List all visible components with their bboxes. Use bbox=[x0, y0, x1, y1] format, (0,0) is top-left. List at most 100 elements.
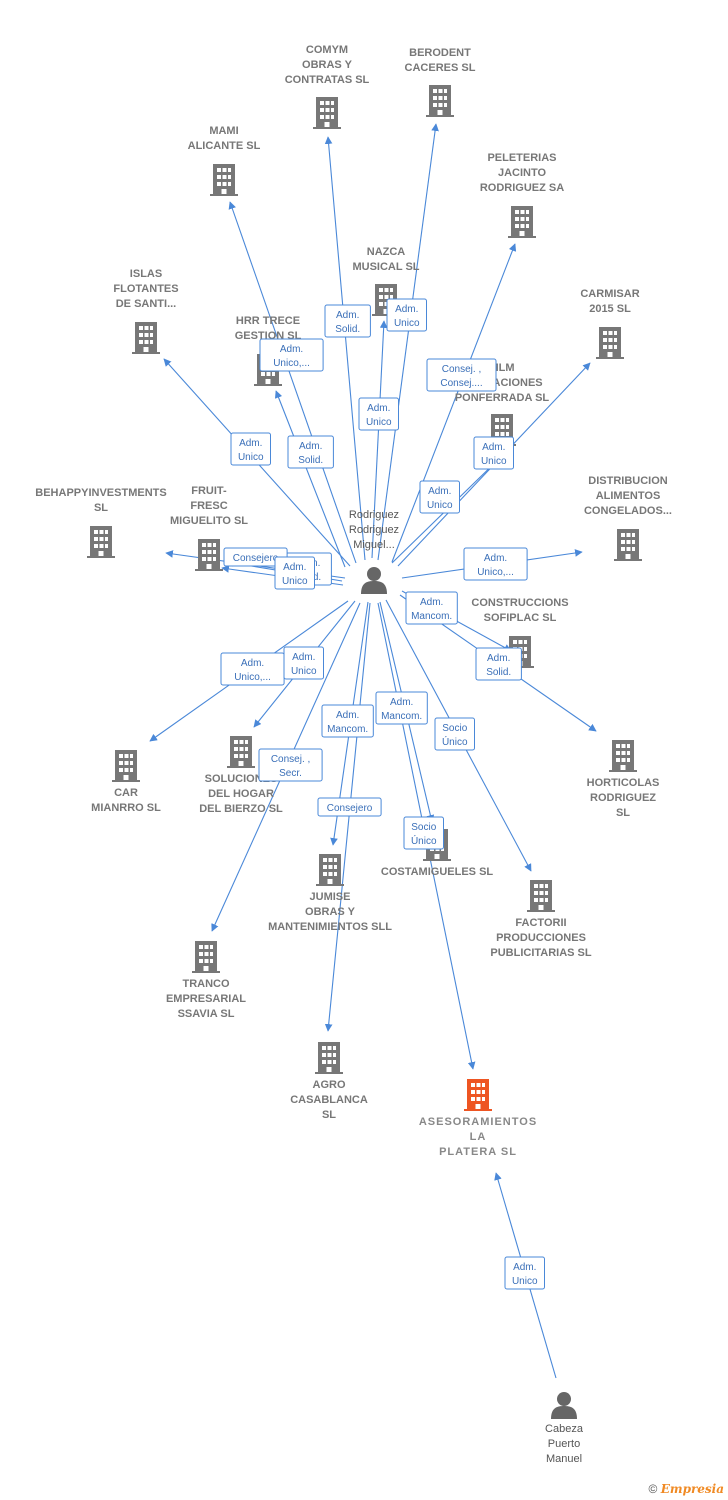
person-node-p1[interactable]: RodriguezRodriguezMiguel... bbox=[349, 509, 399, 594]
edge-label-e11[interactable]: Consejero bbox=[223, 547, 288, 567]
edge-label-e6[interactable]: Adm.Unico bbox=[230, 432, 271, 466]
edge-label-box bbox=[230, 432, 271, 466]
edge-label-text: Socio bbox=[411, 822, 436, 833]
company-label: FLOTANTES bbox=[113, 283, 178, 295]
edge-label-e2[interactable]: Adm.Unico bbox=[386, 298, 427, 332]
company-node-costamigueles[interactable]: COSTAMIGUELES SL bbox=[381, 829, 494, 878]
company-label: ASESORAMIENTOS bbox=[419, 1116, 537, 1128]
edge-label-box bbox=[358, 397, 399, 431]
copyright-symbol: © bbox=[648, 1482, 658, 1496]
edge-label-box bbox=[403, 816, 444, 850]
edge-label-e1[interactable]: Adm.Solid. bbox=[324, 304, 371, 338]
edge-label-text: Consej. , bbox=[271, 754, 310, 765]
company-node-carmisar[interactable]: CARMISAR 2015 SL bbox=[580, 288, 640, 359]
edge-label-box bbox=[386, 298, 427, 332]
company-label: PUBLICITARIAS SL bbox=[490, 947, 592, 959]
company-label: ALIMENTOS bbox=[596, 490, 661, 502]
company-label: SSAVIA SL bbox=[178, 1008, 235, 1020]
edge-label-box bbox=[463, 547, 528, 581]
edge-label-text: Unico bbox=[481, 456, 507, 467]
company-label: JACINTO bbox=[498, 167, 547, 179]
edge-labels-layer: Adm.Solid.Adm.UnicoAdm.Unico,...Consej. … bbox=[220, 298, 545, 1290]
edge-label-text: Unico bbox=[282, 576, 308, 587]
edge-label-box bbox=[259, 338, 324, 372]
edge-label-e4[interactable]: Consej. ,Consej.... bbox=[426, 358, 497, 392]
company-label: COSTAMIGUELES SL bbox=[381, 866, 494, 878]
edge-label-box bbox=[258, 748, 323, 782]
person-icon bbox=[361, 567, 387, 594]
edge-label-e5[interactable]: Adm.Unico bbox=[358, 397, 399, 431]
company-label: CACERES SL bbox=[405, 62, 476, 74]
edge-label-box bbox=[324, 304, 371, 338]
edge-label-e15[interactable]: Adm.Solid. bbox=[475, 647, 522, 681]
company-label: TRANCO bbox=[182, 978, 229, 990]
edge-label-e3[interactable]: Adm.Unico,... bbox=[259, 338, 324, 372]
edge-label-e21[interactable]: Consej. , Secr. bbox=[258, 748, 323, 782]
edge-label-text: Unico,... bbox=[234, 672, 271, 683]
company-label: MAMI bbox=[209, 125, 238, 137]
edge-label-e18[interactable]: Adm.Mancom. bbox=[321, 704, 374, 738]
edge-label-box bbox=[426, 358, 497, 392]
edge-label-e9[interactable]: Adm.Unico bbox=[419, 480, 460, 514]
brand-logo[interactable]: Empresia bbox=[660, 1482, 724, 1496]
edge-label-e12[interactable]: Adm. Unico bbox=[274, 556, 315, 590]
company-node-distribucion[interactable]: DISTRIBUCIONALIMENTOSCONGELADOS... bbox=[584, 475, 672, 561]
edge-label-text: Adm. bbox=[336, 710, 359, 721]
company-label: CARMISAR bbox=[580, 288, 639, 300]
company-label: ISLAS bbox=[130, 268, 162, 280]
company-label: FRUIT- bbox=[191, 485, 227, 497]
edge-line-e1 bbox=[324, 136, 366, 561]
edge-label-e14[interactable]: Adm.Mancom. bbox=[405, 591, 458, 625]
edge-label-e8[interactable]: Adm.Solid. bbox=[287, 435, 334, 469]
edge-label-text: Secr. bbox=[279, 768, 302, 779]
person-label: Manuel bbox=[546, 1453, 582, 1465]
edge-label-text: Unico bbox=[394, 318, 420, 329]
company-label: PRODUCCIONES bbox=[496, 932, 586, 944]
company-label: OBRAS Y bbox=[305, 906, 356, 918]
company-label: DEL HOGAR bbox=[208, 788, 274, 800]
edge-label-e24[interactable]: Adm.Unico bbox=[504, 1256, 545, 1290]
building-icon bbox=[508, 206, 536, 238]
edge-label-box bbox=[434, 717, 475, 751]
edge-label-box bbox=[504, 1256, 545, 1290]
edge-label-e17[interactable]: Adm.Unico bbox=[283, 646, 324, 680]
edge-label-e7[interactable]: Adm.Unico bbox=[473, 436, 514, 470]
edge-label-e22[interactable]: Consejero bbox=[317, 797, 382, 817]
company-label: 2015 SL bbox=[589, 303, 631, 315]
edge-label-e19[interactable]: Adm.Mancom. bbox=[375, 691, 428, 725]
edge-line-e3 bbox=[228, 201, 357, 564]
building-icon bbox=[316, 854, 344, 886]
edge-line-e4 bbox=[391, 243, 517, 563]
edge-label-e16[interactable]: Adm.Unico,... bbox=[220, 652, 285, 686]
company-label: HRR TRECE bbox=[236, 315, 300, 327]
company-label: SL bbox=[616, 807, 630, 819]
edge-label-e13[interactable]: Adm.Unico,... bbox=[463, 547, 528, 581]
building-icon bbox=[313, 97, 341, 129]
company-label: HORTICOLAS bbox=[587, 777, 660, 789]
edge-label-text: Adm. bbox=[487, 653, 510, 664]
edge-label-text: Adm. bbox=[283, 562, 306, 573]
company-label: AGRO bbox=[313, 1079, 346, 1091]
